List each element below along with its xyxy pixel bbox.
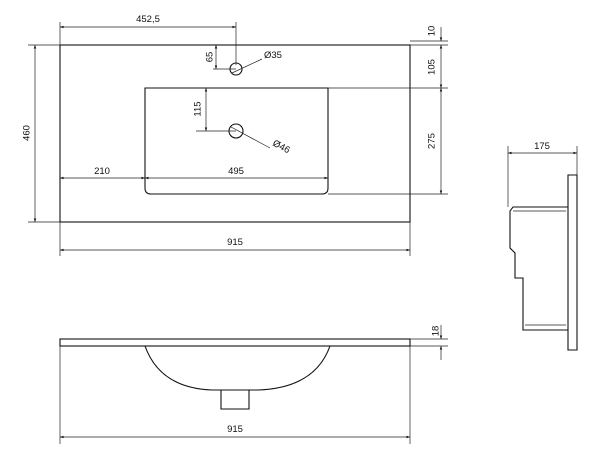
dim-drain-from-bowl-label: 115 [193,101,204,116]
front-drain-outlet [220,390,250,410]
dimension-side-depth: 175 [507,141,578,207]
basin-outline [144,87,329,195]
dimension-drain-diameter: Ø46 [230,126,292,156]
dim-bowl-left-offset-label: 210 [94,166,110,177]
dim-overall-width-front-label: 915 [227,424,243,435]
side-profile-back-panel [567,174,578,351]
dimension-tap-from-back: 65 [205,45,236,70]
dimension-drain-from-bowl: 115 [193,88,236,132]
dim-front-thickness-label: 18 [431,326,442,337]
dim-tap-offset-label: 452,5 [136,14,160,25]
dimension-front-thickness: 18 [410,325,448,360]
dimension-bowl-horizontal: 210 495 [60,166,328,180]
side-view: 175 [507,141,578,351]
dimension-overall-width-front: 915 [59,346,411,444]
side-profile-bowl [509,206,568,331]
front-basin-bowl [144,345,331,391]
dimension-overall-depth: 460 [22,44,60,223]
dim-tap-from-back-label: 65 [205,52,216,63]
dim-drain-diameter-label: Ø46 [271,138,292,156]
dim-back-edge-label: 10 [427,26,438,37]
front-countertop [59,338,411,347]
countertop-outline [59,44,411,223]
dimension-right-stack: 10 105 275 [328,26,448,195]
dim-bowl-width-label: 495 [228,166,244,177]
dimension-tap-diameter: Ø35 [231,50,282,74]
top-view: 452,5 65 Ø35 115 Ø46 210 495 [22,14,448,256]
dimension-tap-offset: 452,5 [59,14,237,65]
dim-overall-depth-label: 460 [22,125,33,141]
dim-side-depth-label: 175 [534,141,550,152]
dim-overall-width-top-label: 915 [227,237,243,248]
dim-tap-diameter-label: Ø35 [264,50,282,61]
dim-bowl-depth-label: 275 [427,133,438,149]
dimension-overall-width-top: 915 [59,222,411,256]
dim-bowl-from-back-label: 105 [427,59,438,75]
front-view: 18 915 [59,325,448,444]
